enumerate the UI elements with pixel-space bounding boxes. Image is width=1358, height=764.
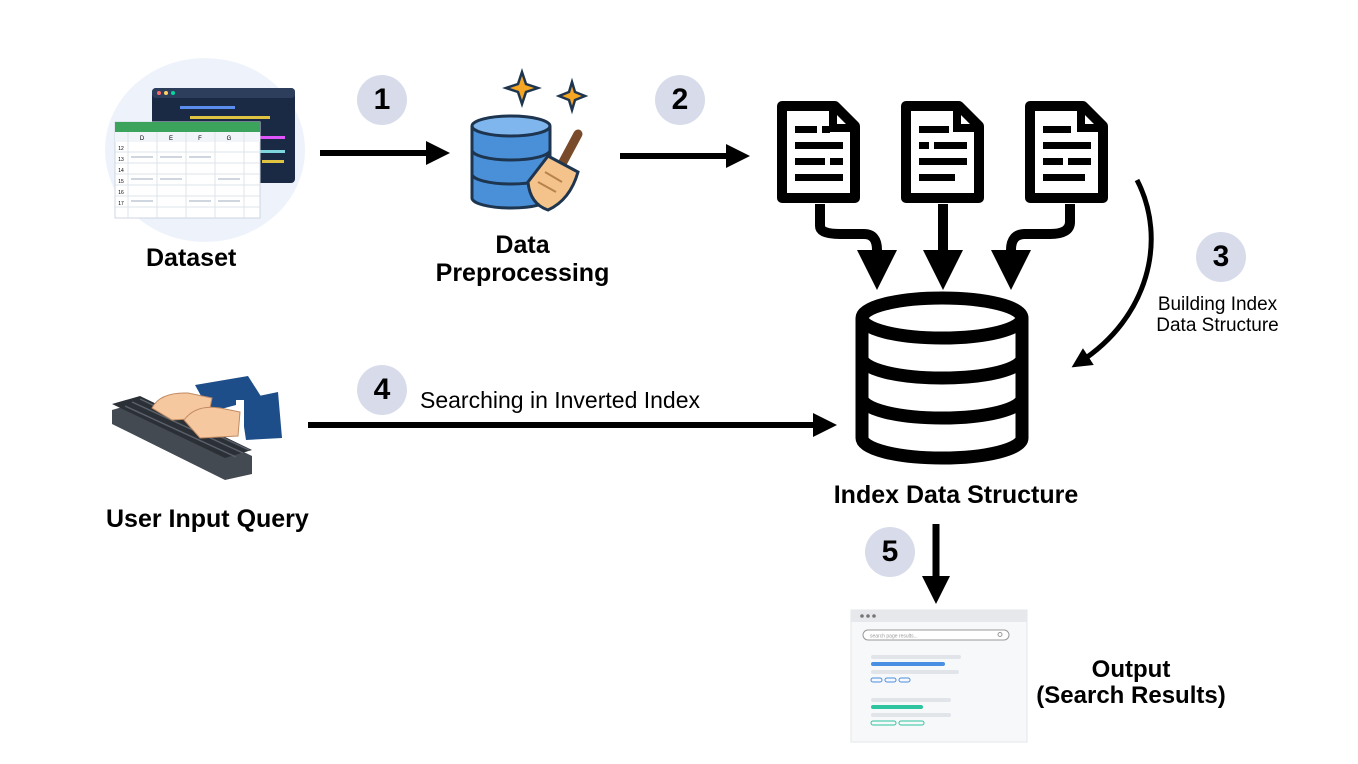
row-header: 14 — [118, 168, 124, 174]
document-icon — [901, 101, 984, 203]
step-3-label-line2: Data Structure — [1156, 315, 1279, 336]
output-label-line2: (Search Results) — [1036, 682, 1226, 709]
search-results-page-icon: search page results... — [850, 609, 1028, 743]
row-header: 15 — [118, 179, 124, 185]
search-icon — [997, 632, 1003, 637]
arrow-doc1-to-index — [815, 204, 897, 290]
column-header: E — [169, 136, 173, 142]
query-label: User Input Query — [106, 505, 309, 533]
database-broom-icon — [470, 68, 589, 212]
row-header: 12 — [118, 146, 124, 152]
keyboard-hands-icon — [112, 376, 282, 480]
column-header: D — [140, 136, 145, 142]
index-label: Index Data Structure — [833, 481, 1079, 509]
step-badge-2: 2 — [655, 75, 705, 125]
search-input[interactable] — [862, 629, 1010, 641]
spreadsheet-code-icon: D E F G 12 13 14 15 16 17 — [105, 58, 305, 242]
preprocessing-label-line1: Data — [495, 231, 550, 259]
search-placeholder: search page results... — [870, 634, 918, 640]
step-badge-3: 3 — [1196, 232, 1246, 282]
arrow-build-index-curve — [1071, 178, 1154, 368]
step-badge-4: 4 — [357, 365, 407, 415]
step-4-label: Searching in Inverted Index — [420, 387, 701, 413]
document-icon — [777, 101, 860, 203]
output-label-line1: Output — [1091, 656, 1171, 683]
step-3-label-line1: Building Index — [1157, 294, 1278, 315]
preprocessing-label-line2: Preprocessing — [435, 259, 610, 287]
column-header: G — [227, 136, 232, 142]
step-badge-5: 5 — [865, 527, 915, 577]
dataset-label: Dataset — [146, 244, 237, 272]
row-header: 16 — [118, 190, 124, 196]
step-badge-1: 1 — [357, 75, 407, 125]
column-header: F — [198, 136, 202, 142]
row-header: 13 — [118, 157, 124, 163]
database-icon — [855, 291, 1029, 465]
document-icon — [1025, 101, 1108, 203]
row-header: 17 — [118, 201, 124, 207]
arrow-doc3-to-index — [991, 204, 1075, 290]
